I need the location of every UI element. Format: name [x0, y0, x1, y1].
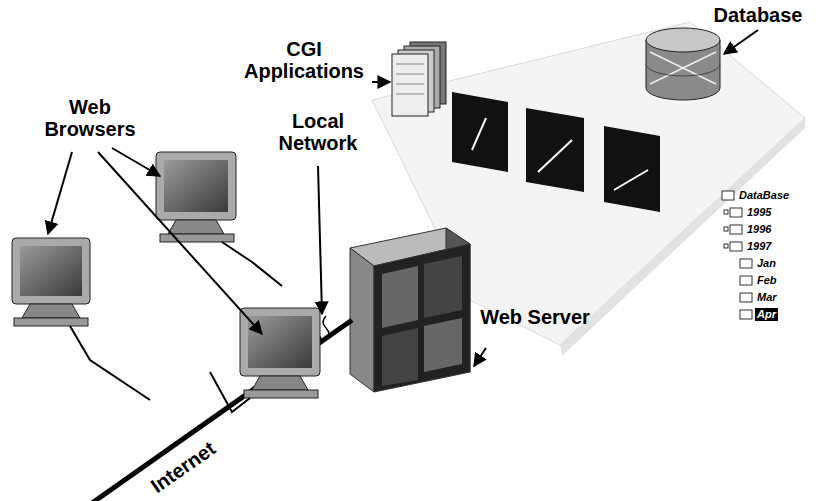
cgi-stack — [392, 42, 446, 116]
tree-item: 1995 — [745, 206, 773, 219]
node-label: Database — [700, 2, 816, 28]
tree-item: Feb — [755, 274, 779, 287]
node-label: CGI Applications — [236, 36, 372, 84]
web-server — [350, 228, 470, 392]
screen-panels — [452, 92, 660, 212]
node-label: Web Server — [476, 304, 594, 330]
database-cylinder — [646, 28, 720, 100]
node-text: Web Server — [479, 306, 591, 328]
tree-item: DataBase — [737, 189, 791, 202]
tree-item: Apr — [755, 308, 778, 321]
browser-computer — [210, 308, 320, 412]
tree-item: 1996 — [745, 223, 773, 236]
tree-item: Mar — [755, 291, 779, 304]
platform-edge — [560, 118, 805, 356]
part-label: Local Network — [262, 110, 374, 154]
browser-computer — [12, 238, 150, 400]
tree-item: 1997 — [745, 240, 773, 253]
node-text: CGI Applications — [239, 38, 369, 82]
leader-lines — [48, 30, 758, 366]
tree-item: Jan — [755, 257, 778, 270]
part-label: Web Browsers — [28, 96, 152, 140]
node-text: Database — [703, 4, 813, 26]
browser-computer — [156, 152, 282, 286]
